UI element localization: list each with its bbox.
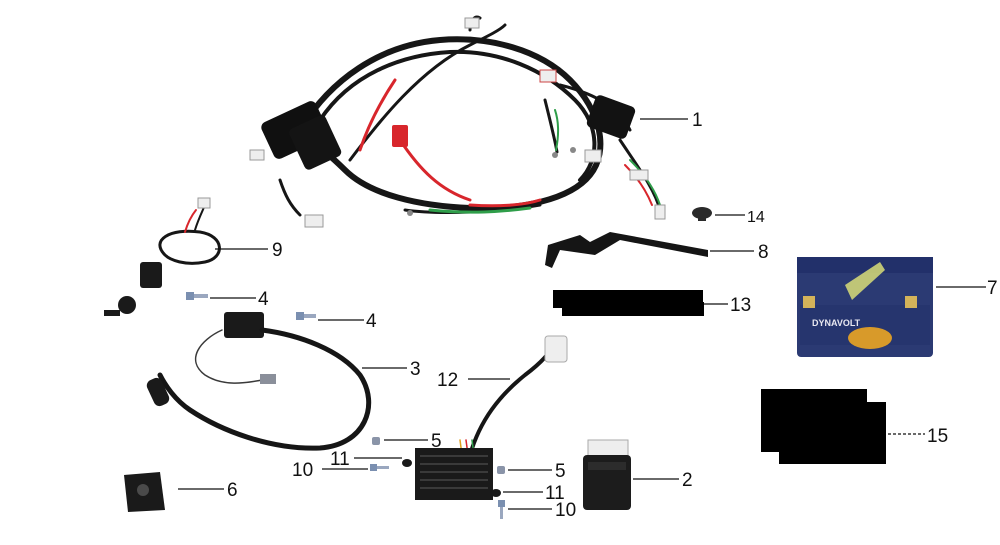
callout-8: 8: [758, 242, 769, 263]
rubber-grommet: [692, 207, 712, 221]
callout-4b: 4: [366, 311, 377, 332]
redacted-block-13: [553, 290, 704, 316]
regulator-rectifier: [415, 335, 568, 500]
callout-7: 7: [987, 278, 998, 299]
callout-5a: 5: [431, 431, 442, 452]
callout-14: 14: [747, 209, 765, 226]
callout-3: 3: [410, 359, 421, 380]
callout-9: 9: [272, 240, 283, 261]
callout-13: 13: [730, 295, 751, 316]
callout-1: 1: [692, 110, 703, 131]
sensor-unit: [124, 472, 165, 512]
callout-15: 15: [927, 426, 948, 447]
battery: DYNAVOLT: [797, 257, 933, 357]
callout-5b: 5: [555, 461, 566, 482]
mounting-bracket: [545, 232, 708, 268]
callout-11a: 11: [330, 449, 350, 470]
screw-10a: [370, 464, 389, 471]
ignition-coil: [146, 312, 372, 451]
washer-11a: [402, 459, 412, 467]
callout-11b: 11: [545, 483, 565, 504]
bolt-4a: [186, 292, 208, 300]
cdi-unit: [583, 439, 631, 510]
callout-12: 12: [437, 370, 458, 391]
callout-10a: 10: [292, 460, 313, 481]
callout-2: 2: [682, 470, 693, 491]
redacted-block-15: [761, 389, 886, 464]
washer-11b: [491, 489, 501, 497]
main-wire-harness: [249, 15, 666, 228]
screw-5a: [372, 437, 380, 445]
screw-5b: [497, 466, 505, 474]
callout-10b: 10: [555, 500, 576, 521]
ignition-switch: [104, 197, 221, 316]
battery-brand-label: DYNAVOLT: [812, 318, 861, 328]
callout-6: 6: [227, 480, 238, 501]
callout-4a: 4: [258, 289, 269, 310]
screw-10b: [498, 500, 505, 519]
bolt-4b: [296, 312, 316, 320]
